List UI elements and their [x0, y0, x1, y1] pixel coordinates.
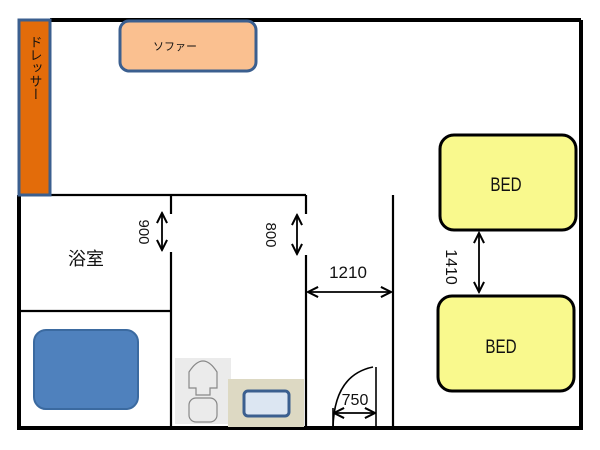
dim-label-corridor: 1210	[329, 263, 367, 282]
sofa-label: ソファー	[153, 40, 197, 53]
dresser-label: ドレッサー	[27, 36, 42, 101]
dim-label-toilet-door: 800	[262, 222, 279, 247]
toilet	[175, 358, 231, 424]
dresser: ドレッサー	[17, 18, 52, 197]
sink	[228, 379, 304, 427]
bed-top-label: BED	[490, 173, 521, 195]
bathtub	[33, 329, 139, 410]
bed-top: BED	[438, 133, 578, 232]
sofa: ソファー	[118, 19, 258, 73]
dim-label-bath-door: 900	[135, 219, 152, 244]
bed-bottom-label: BED	[485, 335, 516, 357]
dimension-lines	[162, 213, 479, 413]
dim-label-entrance: 750	[342, 392, 369, 409]
interior-walls	[19, 193, 395, 428]
bathroom-label: 浴室	[68, 249, 104, 270]
bed-bottom: BED	[436, 294, 576, 393]
dim-label-bed-gap: 1410	[442, 249, 459, 285]
